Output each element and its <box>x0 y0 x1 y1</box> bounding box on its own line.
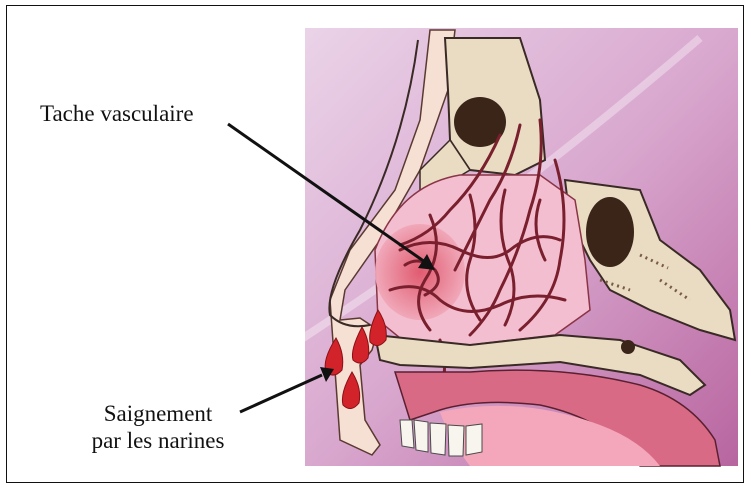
sphenoid-sinus <box>586 197 634 267</box>
vascular-spot-label: Tache vasculaire <box>40 100 194 127</box>
bleeding-label-line2: par les narines <box>78 427 238 454</box>
bleeding-label: Saignement par les narines <box>78 400 238 454</box>
bleeding-label-line1: Saignement <box>78 400 238 427</box>
palatine-foramen <box>621 340 635 354</box>
